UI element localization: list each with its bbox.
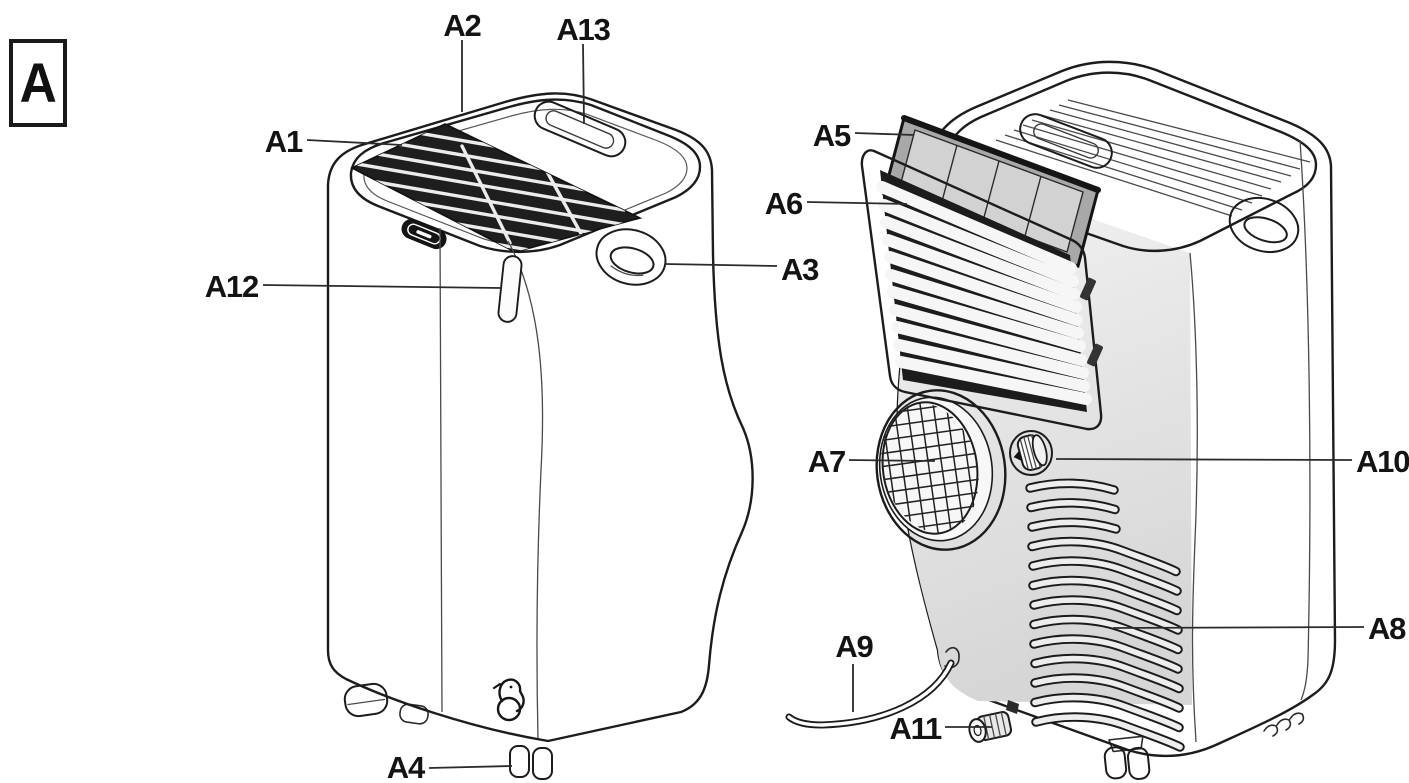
leader-a13	[582, 43, 585, 125]
grille-slats	[876, 170, 1092, 412]
callout-label-a4: A4	[387, 750, 426, 783]
leader-a4	[428, 765, 513, 769]
callout-a13: A13	[556, 12, 612, 125]
callout-label-a6: A6	[765, 186, 803, 221]
rear-side-handle	[1228, 197, 1300, 253]
right-unit-rear-view	[785, 60, 1337, 780]
display-window	[401, 218, 447, 250]
leader-a10	[1055, 458, 1353, 461]
callout-a11: A11	[889, 711, 992, 746]
bottom-edge-tabs	[1263, 712, 1305, 737]
leader-a6	[806, 201, 908, 205]
callout-label-a5: A5	[813, 118, 851, 153]
exhaust-hose-vent	[870, 389, 1007, 551]
front-chamfer-seam	[439, 227, 443, 713]
leader-a12	[262, 284, 502, 289]
callout-a6: A6	[765, 186, 908, 221]
callout-label-a11: A11	[889, 711, 942, 746]
back-side-seam	[1189, 252, 1198, 743]
callout-a1: A1	[265, 124, 403, 159]
leader-a7	[848, 459, 936, 462]
callout-label-a12: A12	[205, 269, 258, 304]
right-edge-seam	[1299, 139, 1311, 701]
callout-a7: A7	[808, 444, 936, 479]
callouts: A1 A2 A13 A12 A3 A4	[205, 8, 1409, 783]
side-handle	[595, 228, 667, 286]
round-knob	[1009, 430, 1053, 476]
callout-label-a9: A9	[835, 629, 873, 664]
figure-label-box: A	[9, 39, 67, 127]
leader-a5	[854, 132, 915, 136]
left-unit-top-panel	[349, 98, 702, 254]
top-air-outlet-grille	[350, 123, 643, 253]
callout-a2: A2	[443, 8, 482, 112]
callout-a9: A9	[835, 629, 875, 712]
callout-label-a8: A8	[1368, 611, 1406, 646]
left-unit-top-inner-rim	[363, 108, 688, 245]
callout-a3: A3	[664, 252, 820, 287]
callout-label-a7: A7	[808, 444, 845, 479]
left-unit-casters	[343, 682, 553, 780]
top-vent-ribs	[995, 99, 1311, 217]
callout-a12: A12	[205, 269, 502, 304]
drain-plug	[968, 700, 1019, 743]
leader-a8	[1112, 626, 1365, 629]
top-handle-recess	[533, 100, 627, 158]
leader-a1	[306, 139, 403, 146]
callout-a5: A5	[813, 118, 915, 153]
rear-top-handle-recess	[1019, 113, 1113, 169]
callout-label-a13: A13	[556, 12, 610, 47]
left-unit-body	[326, 92, 754, 743]
front-side-seam	[507, 240, 544, 739]
callout-label-a2: A2	[443, 8, 480, 43]
left-unit-front-view	[326, 92, 754, 780]
rear-grille-panel	[860, 149, 1103, 431]
callout-label-a1: A1	[265, 124, 303, 159]
callout-label-a10: A10	[1356, 444, 1409, 479]
callout-label-a3: A3	[781, 252, 819, 287]
grille-hinge-clips	[1080, 277, 1103, 367]
right-unit-casters	[1103, 735, 1151, 780]
callout-a8: A8	[1112, 611, 1407, 646]
power-cable	[785, 646, 960, 729]
figure-letter: A	[19, 51, 57, 114]
air-filter	[882, 115, 1101, 268]
side-slot	[497, 255, 523, 323]
callout-a10: A10	[1055, 444, 1409, 479]
callout-a4: A4	[387, 750, 513, 783]
right-unit-top-panel	[943, 71, 1318, 253]
penguin-logo	[492, 678, 525, 722]
leader-a3	[664, 263, 778, 267]
